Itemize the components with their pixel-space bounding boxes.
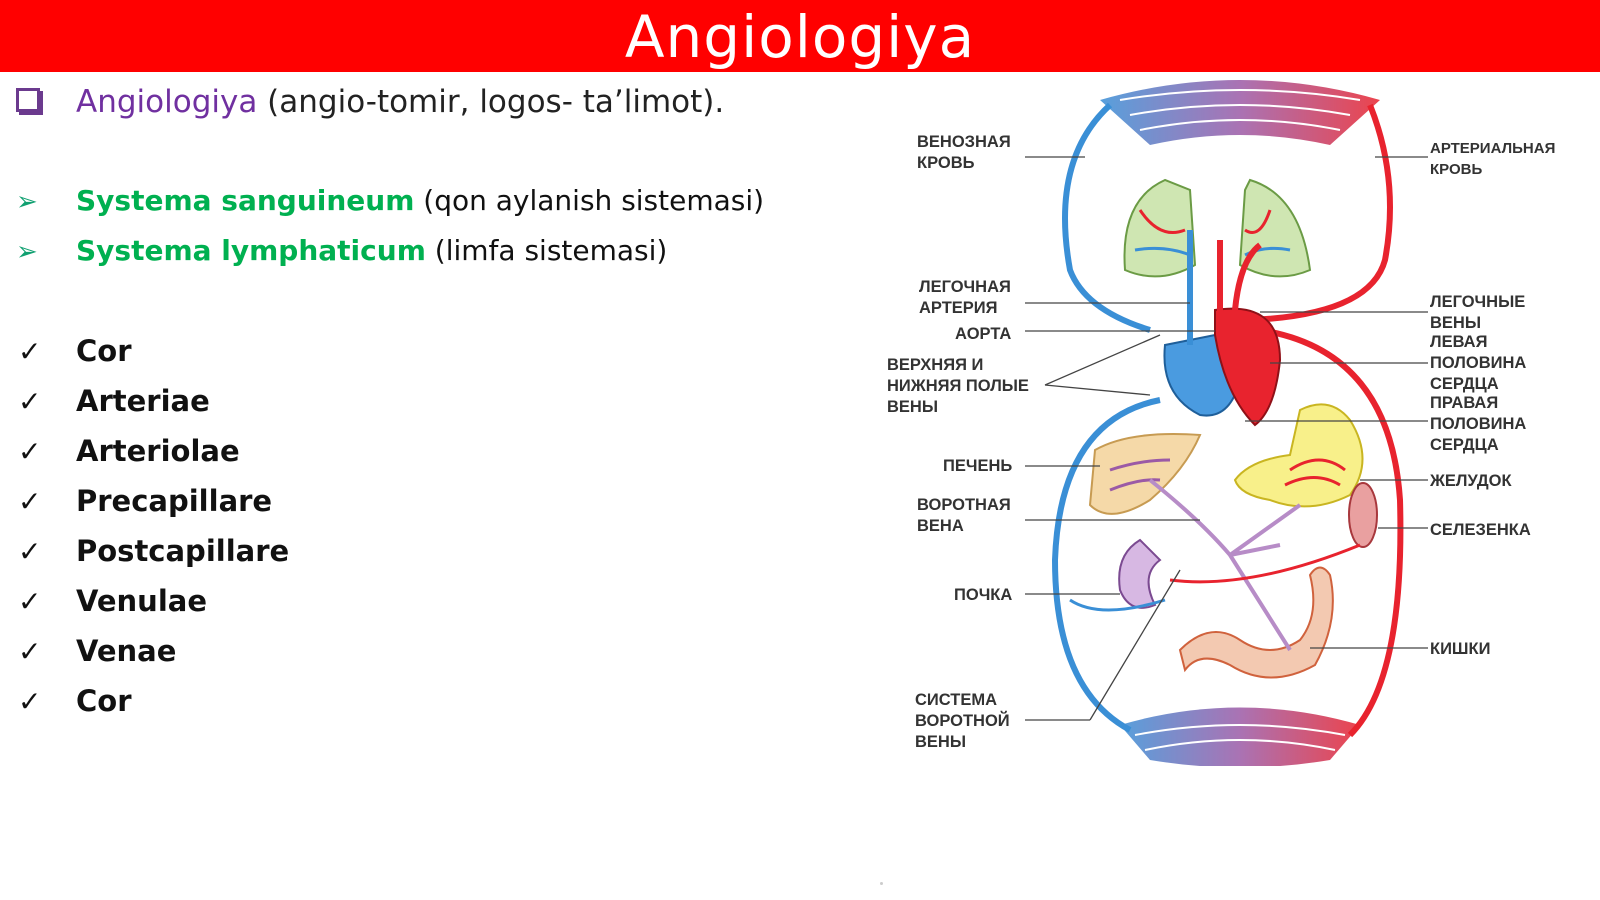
portal-vein (1148, 478, 1302, 652)
checklist-label: Postcapillare (76, 534, 290, 568)
checklist-label: Venae (76, 634, 177, 668)
system-term: Systema lymphaticum (76, 234, 426, 267)
arrow-bullet-icon: ➢ (16, 237, 38, 267)
liver (1088, 433, 1202, 515)
intestines (1178, 566, 1334, 679)
check-icon: ✓ (18, 435, 42, 468)
heart-left-side (1214, 307, 1282, 427)
label-spleen: СЕЛЕЗЕНКА (1430, 521, 1531, 539)
checklist-item: ✓ Cor (18, 334, 132, 368)
right-lung (1238, 178, 1312, 278)
checklist-item: ✓ Precapillare (18, 484, 272, 518)
upper-capillary-bed (1100, 80, 1380, 145)
check-icon: ✓ (18, 585, 42, 618)
intro-term: Angiologiya (76, 84, 258, 120)
lower-capillary-bed (1120, 707, 1360, 766)
label-intestines: КИШКИ (1430, 640, 1490, 658)
checklist-item: ✓ Arteriae (18, 384, 210, 418)
system-definition: (limfa sistemasi) (425, 234, 668, 267)
checklist-item: ✓ Venae (18, 634, 176, 668)
check-icon: ✓ (18, 485, 42, 518)
arterial-right-lower-vessel (1259, 327, 1404, 738)
checklist-label: Cor (76, 684, 132, 718)
checklist-label: Arteriae (76, 384, 210, 418)
title-bar: Angiologiya (0, 0, 1600, 72)
checklist-label: Precapillare (76, 484, 273, 518)
system-item-lymphaticum: ➢ Systema lymphaticum (limfa sistemasi) (16, 234, 667, 267)
checklist-label: Arteriolae (76, 434, 240, 468)
system-definition: (qon aylanish sistemasi) (414, 184, 765, 217)
checklist-label: Venulae (76, 584, 207, 618)
page-title: Angiologiya (624, 3, 976, 71)
square-bullet-icon (16, 87, 40, 112)
check-icon: ✓ (18, 385, 42, 418)
checklist-item: ✓ Arteriolae (18, 434, 240, 468)
stray-dot (880, 882, 883, 885)
check-icon: ✓ (18, 335, 42, 368)
check-icon: ✓ (18, 535, 42, 568)
intro-definition: (angio-tomir, logos- ta’limot). (257, 84, 725, 120)
intro-line: Angiologiya (angio-tomir, logos- ta’limo… (16, 84, 724, 120)
venous-left-lower-vessel (1051, 397, 1161, 733)
checklist-item: ✓ Postcapillare (18, 534, 289, 568)
label-aorta: АОРТА (955, 325, 1011, 343)
leader-lines (1025, 156, 1428, 721)
checklist-label: Cor (76, 334, 132, 368)
spleen (1348, 482, 1378, 548)
venous-left-upper-vessel (1062, 102, 1151, 333)
check-icon: ✓ (18, 635, 42, 668)
label-kidney: ПОЧКА (954, 586, 1012, 604)
kidney (1118, 538, 1162, 609)
label-liver: ПЕЧЕНЬ (943, 457, 1012, 475)
label-stomach: ЖЕЛУДОК (1429, 472, 1513, 490)
check-icon: ✓ (18, 685, 42, 718)
system-term: Systema sanguineum (76, 184, 415, 217)
arrow-bullet-icon: ➢ (16, 187, 38, 217)
checklist-item: ✓ Cor (18, 684, 132, 718)
system-item-sanguineum: ➢ Systema sanguineum (qon aylanish sistem… (16, 184, 764, 217)
checklist-item: ✓ Venulae (18, 584, 207, 618)
